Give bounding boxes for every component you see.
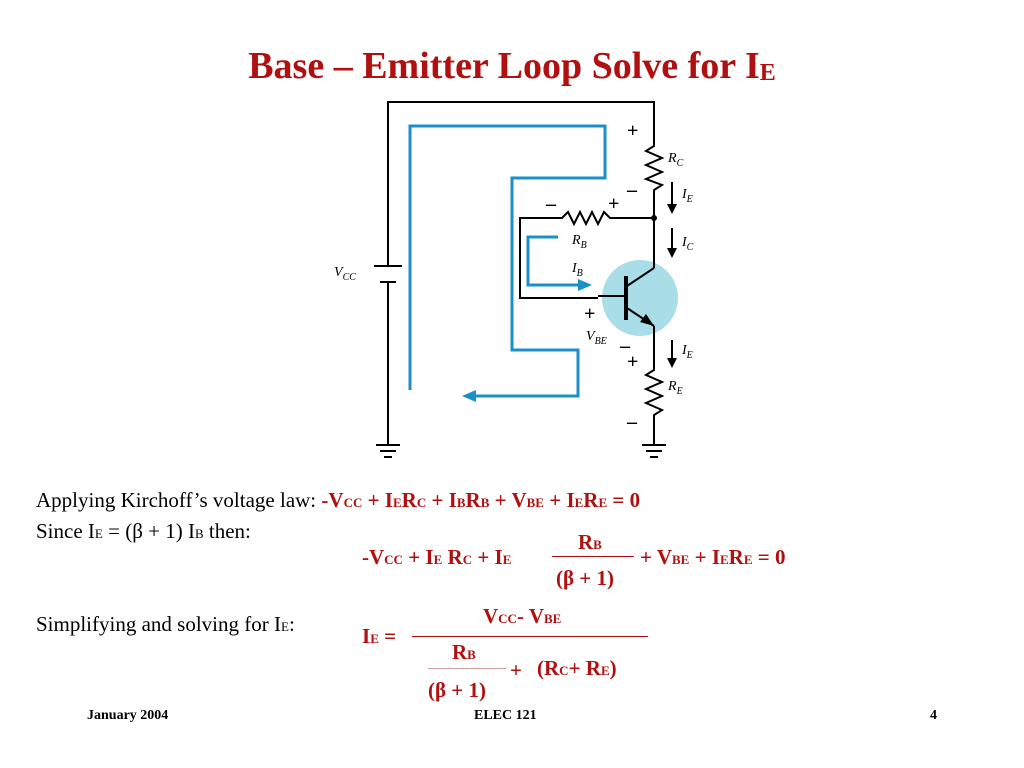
eq3-numerator: VCC- VBE	[483, 604, 562, 628]
rb-label: RB	[571, 233, 587, 251]
eq3-rc-re: (RC+ RE)	[537, 656, 617, 680]
re-label: RE	[667, 379, 683, 397]
footer-date: January 2004	[87, 708, 169, 723]
slide-title: Base – Emitter Loop Solve for IE	[0, 44, 1024, 88]
vbe-minus-sign: –	[619, 335, 631, 357]
kvl-equation: -VCC + IERC + IBRB + VBE + IERE = 0	[321, 488, 641, 512]
eq2-denominator: (β + 1)	[556, 566, 615, 590]
rb-plus-sign: +	[608, 193, 619, 215]
rc-label: RC	[667, 151, 684, 169]
re-minus-sign: –	[626, 411, 638, 433]
kvl-line: Applying Kirchoff’s voltage law: -VCC + …	[36, 488, 640, 513]
kvl-intro: Applying Kirchoff’s voltage law:	[36, 488, 317, 512]
eq3-rb: RB	[452, 640, 476, 664]
ib-label: IB	[571, 261, 583, 279]
ie-bottom-arrow-icon	[667, 358, 677, 368]
circuit-diagram: VCC RC IE IC RB IB VBE IE RE + – – + + –…	[334, 101, 694, 458]
footer-page-number: 4	[930, 708, 937, 723]
ie-bottom-label: IE	[681, 343, 693, 361]
ib-arrow-icon	[578, 279, 592, 291]
simplify-line: Simplifying and solving for IE:	[36, 612, 295, 636]
eq3-plus: +	[510, 658, 522, 682]
emitter-arrow-icon	[640, 314, 654, 326]
eq2-numerator: RB	[578, 530, 602, 554]
eq3-inner-fraction-bar	[428, 668, 506, 669]
loop-arrow-icon	[462, 390, 476, 402]
title-subscript: E	[759, 60, 776, 86]
transistor-body	[602, 260, 678, 336]
title-text: Base – Emitter Loop Solve for I	[248, 45, 760, 87]
kvl-loop	[408, 124, 607, 398]
eq2-right: + VBE + IERE = 0	[640, 545, 786, 569]
rc-minus-sign: –	[626, 179, 638, 201]
eq2-left: -VCC + IE RC + IE	[362, 545, 512, 569]
junction-dot	[651, 215, 657, 221]
eq2-fraction-bar	[552, 556, 634, 557]
eq3-beta: (β + 1)	[428, 678, 487, 702]
rc-plus-sign: +	[627, 120, 638, 142]
footer-course: ELEC 121	[474, 708, 537, 723]
ie-top-label: IE	[681, 187, 693, 205]
eq3-main-fraction-bar	[412, 636, 648, 637]
vcc-label: VCC	[334, 265, 356, 283]
ic-arrow-icon	[667, 248, 677, 258]
vbe-label: VBE	[586, 329, 607, 347]
eq3-lhs: IE =	[362, 624, 397, 648]
since-line: Since IE = (β + 1) IB then:	[36, 519, 251, 543]
ie-top-arrow-icon	[667, 204, 677, 214]
re-plus-sign: +	[627, 351, 638, 373]
vbe-plus-sign: +	[584, 303, 595, 325]
rb-minus-sign: –	[545, 193, 557, 215]
ic-label: IC	[681, 235, 694, 253]
